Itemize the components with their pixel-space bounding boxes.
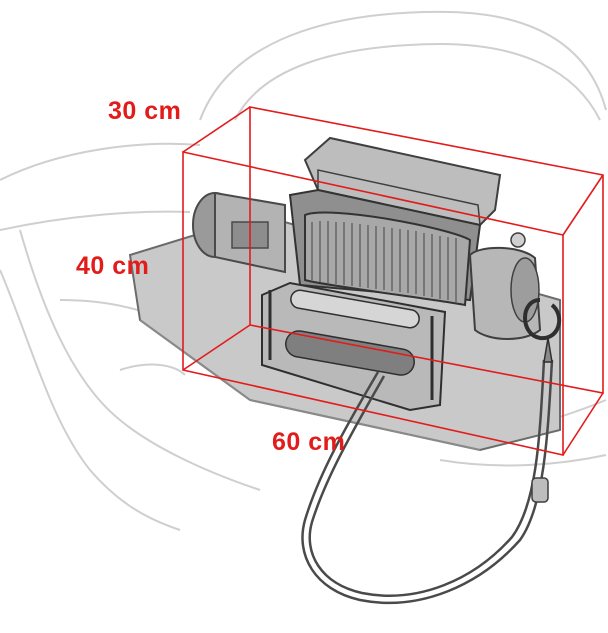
winch-illustration (192, 136, 542, 412)
depth-dimension-label: 30 cm (108, 97, 182, 125)
box-edge-bottom-left (182, 324, 251, 371)
vehicle-outline (0, 10, 607, 531)
box-edge-top-left (182, 106, 251, 153)
box-edge-bottom-right (562, 392, 604, 456)
width-dimension-label: 60 cm (272, 428, 346, 456)
height-dimension-label: 40 cm (76, 252, 150, 280)
dimension-box (182, 106, 604, 456)
box-edge-top-right (562, 174, 604, 236)
hook-icon (523, 298, 562, 503)
